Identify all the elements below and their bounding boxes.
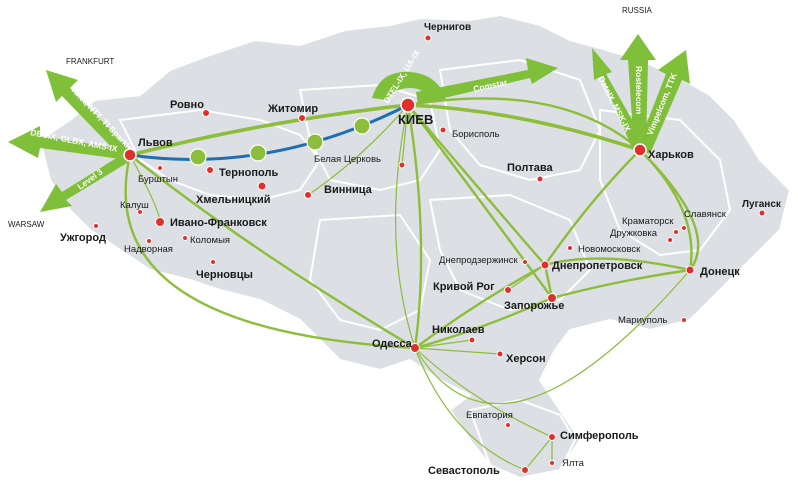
city-marker-dnepropetrovsk (540, 260, 550, 270)
city-label-evpatoria: Евпатория (466, 410, 513, 421)
city-label-donetsk: Донецк (700, 266, 740, 278)
city-labels: КИЕВ Львов Харьков Чернигов Ровно Житоми… (60, 22, 782, 477)
ukraine-landmass (38, 13, 792, 480)
city-marker-sevastopol (521, 466, 529, 474)
city-label-sevastopol: Севастополь (428, 465, 500, 477)
city-marker-chernovtsy (210, 259, 216, 265)
city-marker-poltava (536, 175, 544, 183)
city-marker-kramatorsk (673, 229, 679, 235)
relay-node (189, 148, 207, 166)
city-marker-kiev (400, 97, 416, 113)
city-marker-nikolaev (468, 336, 476, 344)
city-label-chernovtsy: Черновцы (196, 269, 253, 281)
city-label-krivoy: Кривой Рог (433, 281, 495, 293)
city-label-burshtyn: Бурштын (138, 174, 178, 185)
city-label-nikolaev: Николаев (432, 324, 485, 336)
city-marker-uzhgorod (93, 223, 99, 229)
relay-node (249, 144, 267, 162)
city-marker-belaya (398, 161, 406, 169)
city-label-kramatorsk: Краматорск (622, 216, 674, 227)
city-marker-novomoskovsk (567, 245, 573, 251)
city-label-slavyansk: Славянск (684, 209, 727, 220)
svg-text:Rostelecom: Rostelecom (634, 66, 644, 115)
fiber-links (124, 97, 700, 471)
arrow-rostelecom: Rostelecom (620, 34, 656, 148)
city-marker-krivoy (504, 286, 512, 294)
label-frankfurt: FRANKFURT (66, 57, 114, 66)
city-label-novomoskovsk: Новомосковск (578, 244, 641, 255)
city-marker-luhansk (758, 209, 766, 217)
city-marker-ivano (155, 217, 165, 227)
city-label-ternopol: Тернополь (219, 167, 278, 179)
city-marker-simferopol (548, 433, 556, 441)
city-marker-dneprodzerzhinsk (522, 259, 528, 265)
city-marker-khmelnitsky (257, 181, 267, 191)
city-label-yalta: Ялта (562, 458, 585, 469)
city-marker-kolomyya (182, 235, 188, 241)
city-marker-yalta (549, 460, 555, 466)
city-marker-zaporozhye (547, 293, 557, 303)
city-marker-slavyansk (681, 225, 687, 231)
city-markers (93, 34, 766, 474)
label-russia: RUSSIA (622, 6, 652, 15)
city-label-luhansk: Луганск (742, 199, 782, 210)
city-label-kolomyya: Коломыя (190, 235, 230, 246)
city-marker-chernigov (424, 34, 432, 42)
city-label-mariupol: Мариуполь (618, 315, 667, 326)
city-label-nadvornaya: Надворная (124, 244, 173, 255)
city-label-dnepropetrovsk: Днепропетровск (552, 260, 643, 272)
city-marker-nadvornaya (146, 238, 152, 244)
city-label-dneprodzerzhinsk: Днепродзержинск (439, 255, 518, 266)
city-label-lviv: Львов (138, 137, 173, 149)
city-label-zhitomir: Житомир (267, 103, 318, 115)
label-warsaw: WARSAW (8, 220, 45, 229)
city-label-odessa: Одесса (372, 338, 413, 350)
city-label-borispol: Борисполь (452, 129, 500, 140)
city-marker-rovno (202, 109, 210, 117)
city-marker-zhitomir (298, 114, 306, 122)
city-label-poltava: Полтава (507, 162, 553, 174)
relay-node (306, 133, 324, 151)
city-label-kalush: Калуш (120, 200, 149, 211)
city-marker-borispol (439, 126, 447, 134)
trunk-line (129, 103, 409, 166)
city-label-kharkiv: Харьков (648, 149, 694, 161)
city-label-belaya: Белая Церковь (314, 154, 381, 165)
city-label-druzhkovka: Дружковка (610, 228, 658, 239)
city-label-simferopol: Симферополь (560, 430, 639, 442)
city-marker-burshtyn (157, 165, 163, 171)
city-marker-lviv (123, 148, 137, 162)
relay-node (353, 117, 371, 135)
city-marker-vinnitsa (304, 191, 312, 199)
city-label-ivano: Ивано-Франковск (170, 217, 267, 229)
city-label-uzhgorod: Ужгород (60, 232, 106, 244)
city-label-rovno: Ровно (170, 99, 204, 111)
city-marker-kherson (496, 350, 504, 358)
city-marker-evpatoria (505, 422, 511, 428)
city-label-khmelnitsky: Хмельницкий (196, 194, 271, 206)
city-label-kiev: КИЕВ (398, 112, 433, 127)
city-label-zaporozhye: Запорожье (504, 300, 564, 312)
city-marker-kharkiv (633, 143, 647, 157)
city-marker-odessa (410, 343, 420, 353)
city-marker-kalush (137, 209, 143, 215)
city-label-kherson: Херсон (506, 353, 546, 365)
city-marker-donetsk (685, 265, 695, 275)
city-marker-ternopol (206, 166, 214, 174)
city-marker-mariupol (681, 317, 687, 323)
city-marker-druzhkovka (667, 237, 673, 243)
city-label-chernigov: Чернигов (424, 22, 471, 33)
city-label-vinnitsa: Винница (324, 184, 373, 196)
